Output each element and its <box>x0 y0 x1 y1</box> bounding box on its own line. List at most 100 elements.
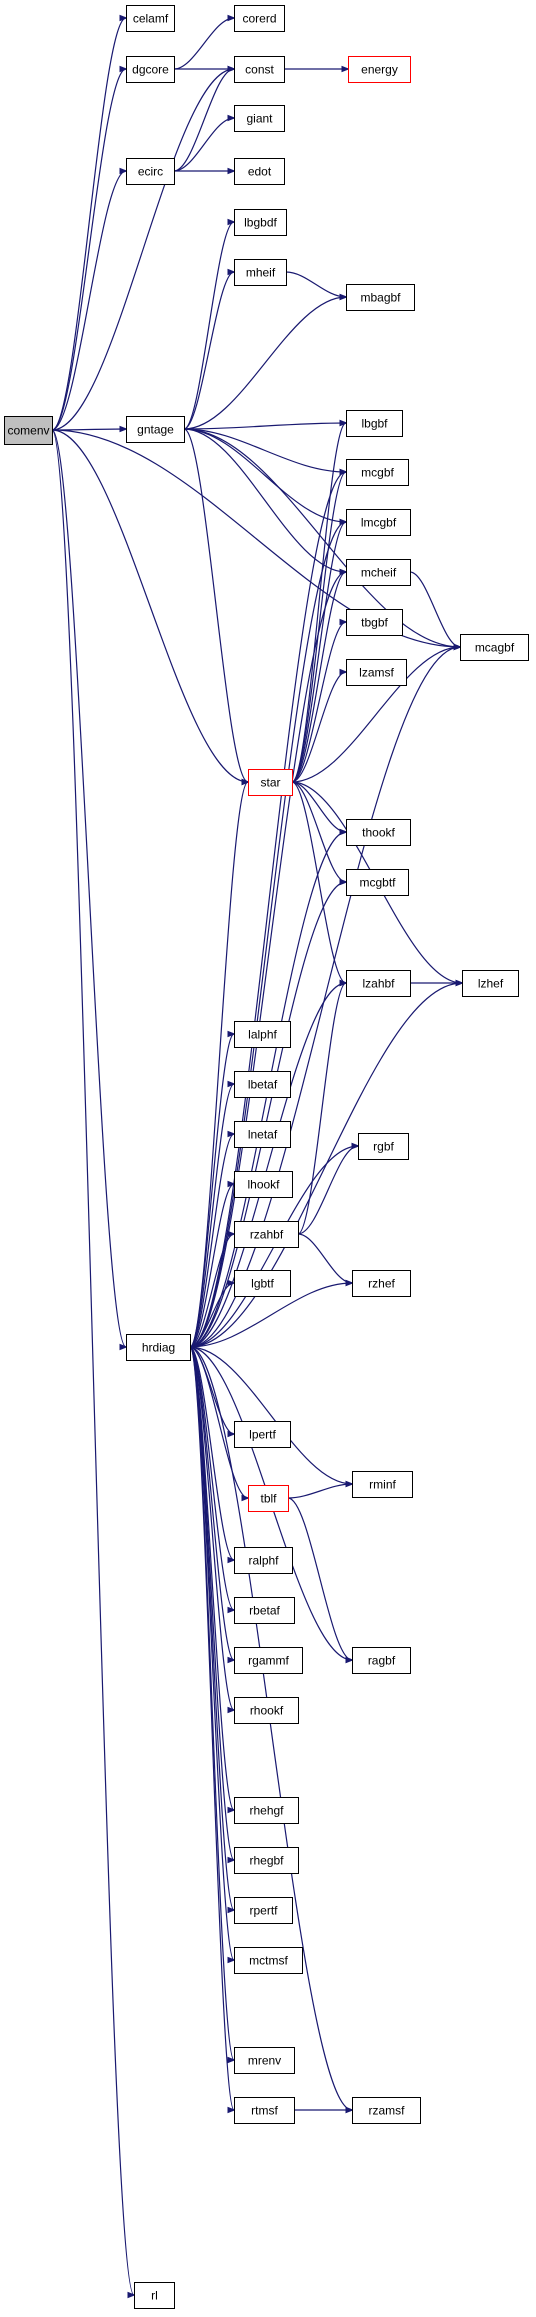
node-box-mbagbf <box>346 284 415 311</box>
edge-layer <box>51 18 462 2295</box>
node-label-ragbf: ragbf <box>368 1654 396 1668</box>
edge-hrdiag-to-lmcgbf <box>189 522 346 1348</box>
node-box-celamf <box>126 5 175 32</box>
node-box-edot <box>234 158 285 185</box>
node-rzhef[interactable]: rzhef <box>352 1270 411 1297</box>
edge-hrdiag-to-rzamsf <box>189 1346 352 2110</box>
edge-comenv-to-ecirc <box>51 171 126 431</box>
node-lalphf[interactable]: lalphf <box>234 1021 291 1048</box>
edge-star-to-mcgbf <box>291 472 346 783</box>
edge-hrdiag-to-lbetaf <box>189 1084 234 1348</box>
node-box-lzhef <box>462 970 519 997</box>
node-const[interactable]: const <box>234 56 285 83</box>
node-rzahbf[interactable]: rzahbf <box>234 1221 299 1248</box>
node-mcgbf[interactable]: mcgbf <box>346 459 409 486</box>
node-lpertf[interactable]: lpertf <box>234 1421 291 1448</box>
node-hrdiag[interactable]: hrdiag <box>126 1334 191 1361</box>
node-mcagbf[interactable]: mcagbf <box>460 634 529 661</box>
node-lbgbdf[interactable]: lbgbdf <box>234 209 287 236</box>
node-lmcgbf[interactable]: lmcgbf <box>346 509 411 536</box>
node-label-lbgbf: lbgbf <box>361 417 388 431</box>
node-thookf[interactable]: thookf <box>346 819 411 846</box>
edge-rzahbf-to-rzhef <box>297 1233 352 1283</box>
node-box-tblf <box>248 1485 289 1512</box>
node-lzahbf[interactable]: lzahbf <box>346 970 411 997</box>
node-rhookf[interactable]: rhookf <box>234 1697 299 1724</box>
edge-rzahbf-to-rgbf <box>297 1146 358 1235</box>
node-label-tblf: tblf <box>260 1492 277 1506</box>
node-star[interactable]: star <box>248 769 293 796</box>
node-rl[interactable]: rl <box>134 2282 175 2309</box>
node-lzhef[interactable]: lzhef <box>462 970 519 997</box>
edge-hrdiag-to-mcgbtf <box>189 882 346 1348</box>
node-box-ralphf <box>234 1547 293 1574</box>
node-rminf[interactable]: rminf <box>352 1471 413 1498</box>
node-energy[interactable]: energy <box>348 56 411 83</box>
node-box-rhehgf <box>234 1797 299 1824</box>
node-mcheif[interactable]: mcheif <box>346 559 411 586</box>
node-mbagbf[interactable]: mbagbf <box>346 284 415 311</box>
node-label-thookf: thookf <box>362 826 395 840</box>
node-lbgbf[interactable]: lbgbf <box>346 410 403 437</box>
node-box-rzahbf <box>234 1221 299 1248</box>
edge-hrdiag-to-rhookf <box>189 1346 234 1710</box>
edge-gntage-to-mcheif <box>183 428 346 572</box>
node-rbetaf[interactable]: rbetaf <box>234 1597 295 1624</box>
node-lgbtf[interactable]: lgbtf <box>234 1270 291 1297</box>
node-rpertf[interactable]: rpertf <box>234 1897 293 1924</box>
node-box-hrdiag <box>126 1334 191 1361</box>
node-label-rminf: rminf <box>369 1478 396 1492</box>
node-mcgbtf[interactable]: mcgbtf <box>346 869 409 896</box>
node-label-lbgbdf: lbgbdf <box>244 216 277 230</box>
node-rtmsf[interactable]: rtmsf <box>234 2097 295 2124</box>
node-box-star <box>248 769 293 796</box>
node-tblf[interactable]: tblf <box>248 1485 289 1512</box>
node-label-mcgbtf: mcgbtf <box>359 876 396 890</box>
node-tbgbf[interactable]: tbgbf <box>346 609 403 636</box>
node-ralphf[interactable]: ralphf <box>234 1547 293 1574</box>
node-rgbf[interactable]: rgbf <box>358 1133 409 1160</box>
node-mrenv[interactable]: mrenv <box>234 2047 295 2074</box>
node-label-rl: rl <box>151 2289 158 2303</box>
edge-hrdiag-to-lgbtf <box>189 1283 234 1348</box>
node-ragbf[interactable]: ragbf <box>352 1647 411 1674</box>
node-box-comenv <box>4 416 53 445</box>
node-giant[interactable]: giant <box>234 105 285 132</box>
node-label-rtmsf: rtmsf <box>251 2104 278 2118</box>
node-celamf[interactable]: celamf <box>126 5 175 32</box>
edge-gntage-to-lmcgbf <box>183 428 346 522</box>
edge-gntage-to-star <box>183 428 248 782</box>
node-lnetaf[interactable]: lnetaf <box>234 1121 291 1148</box>
node-box-giant <box>234 105 285 132</box>
node-rhehgf[interactable]: rhehgf <box>234 1797 299 1824</box>
node-comenv[interactable]: comenv <box>4 416 53 445</box>
node-edot[interactable]: edot <box>234 158 285 185</box>
node-label-hrdiag: hrdiag <box>142 1341 175 1355</box>
node-rgammf[interactable]: rgammf <box>234 1647 303 1674</box>
node-rhegbf[interactable]: rhegbf <box>234 1847 299 1874</box>
edge-gntage-to-mcagbf <box>183 428 460 647</box>
node-lzamsf[interactable]: lzamsf <box>346 659 407 686</box>
node-box-tbgbf <box>346 609 403 636</box>
node-lhookf[interactable]: lhookf <box>234 1171 293 1198</box>
node-rzamsf[interactable]: rzamsf <box>352 2097 421 2124</box>
node-ecirc[interactable]: ecirc <box>126 158 175 185</box>
node-label-lnetaf: lnetaf <box>248 1128 278 1142</box>
edge-comenv-to-dgcore <box>51 69 126 431</box>
edge-gntage-to-lbgbdf <box>183 222 234 430</box>
node-box-corerd <box>234 5 285 32</box>
node-lbetaf[interactable]: lbetaf <box>234 1071 291 1098</box>
edge-star-to-mcheif <box>291 572 346 783</box>
node-dgcore[interactable]: dgcore <box>126 56 175 83</box>
node-layer: comenv celamf dgcore corerd const energy giant… <box>4 5 529 2309</box>
node-label-rgammf: rgammf <box>248 1654 289 1668</box>
node-mctmsf[interactable]: mctmsf <box>234 1947 303 1974</box>
node-corerd[interactable]: corerd <box>234 5 285 32</box>
node-mheif[interactable]: mheif <box>234 259 287 286</box>
node-gntage[interactable]: gntage <box>126 416 185 443</box>
edge-star-to-lzahbf <box>291 781 346 983</box>
edge-mcheif-to-mcagbf <box>409 571 460 647</box>
edge-gntage-to-mheif <box>183 272 234 430</box>
edge-comenv-to-rl <box>51 429 134 2295</box>
